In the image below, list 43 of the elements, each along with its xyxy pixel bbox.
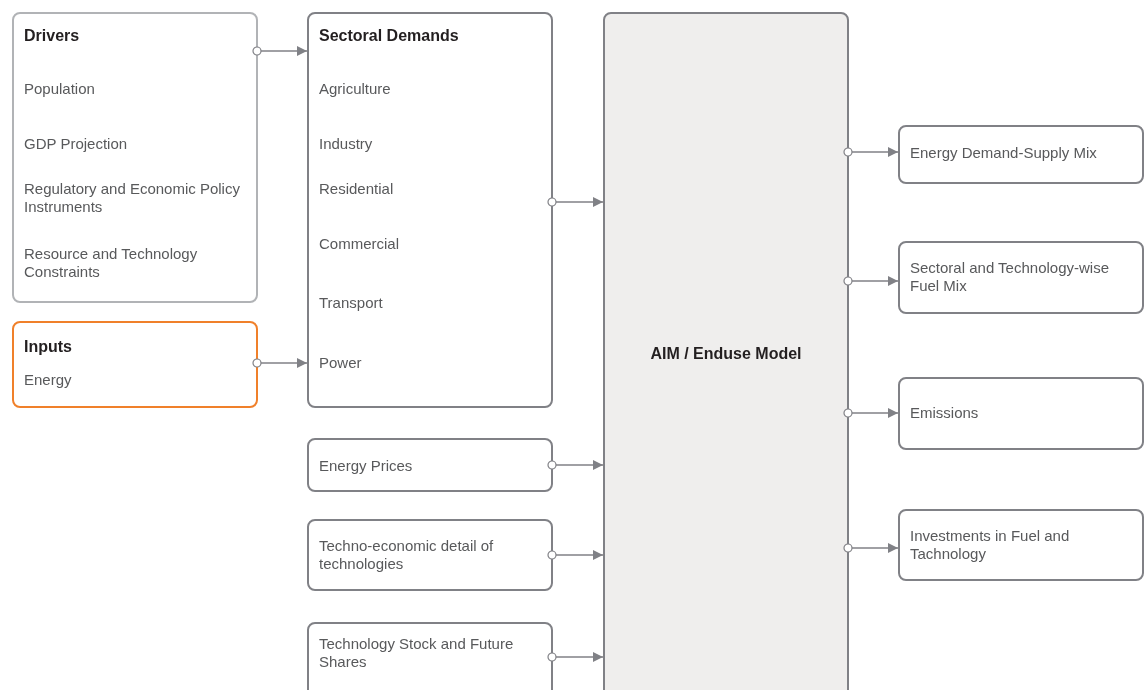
box-text: Energy Demand-Supply Mix [910, 144, 1098, 162]
model-box [603, 12, 849, 690]
connector-arrow [547, 652, 604, 662]
connector-arrow [547, 460, 604, 470]
box-text: Energy [24, 371, 73, 389]
connector-arrow [252, 358, 308, 368]
connector-arrow [547, 197, 604, 207]
rounded-box [898, 125, 1144, 184]
connector-arrow [252, 46, 308, 56]
box-text: Sectoral and Technology-wise Fuel Mix [910, 259, 1110, 295]
box-text: GDP Projection [24, 135, 129, 153]
connector-arrow [843, 408, 899, 418]
box-text: Emissions [910, 404, 980, 422]
rounded-box [307, 438, 553, 492]
connector-arrow [843, 543, 899, 553]
box-text: Resource and Technology Constraints [24, 245, 199, 281]
rounded-box [898, 377, 1144, 450]
box-text: Agriculture [319, 80, 392, 98]
box-text: Commercial [319, 235, 400, 253]
box-text: Power [319, 354, 363, 372]
box-heading: Sectoral Demands [319, 27, 460, 45]
rounded-box [307, 622, 553, 690]
box-heading: AIM / Enduse Model [649, 345, 803, 363]
box-text: Transport [319, 294, 384, 312]
box-text: Energy Prices [319, 457, 414, 475]
rounded-box [307, 12, 553, 408]
rounded-box [898, 241, 1144, 314]
box-heading: Drivers [24, 27, 81, 45]
box-text: Investments in Fuel and Tachnology [910, 527, 1071, 563]
rounded-box [898, 509, 1144, 581]
rounded-box [12, 321, 258, 408]
box-text: Regulatory and Economic Policy Instruments [24, 180, 241, 216]
rounded-box [12, 12, 258, 303]
box-text: Residential [319, 180, 395, 198]
connector-arrow [547, 550, 604, 560]
box-text: Techno-economic detail of technologies [319, 537, 495, 573]
box-text: Technology Stock and Future Shares [319, 635, 515, 671]
box-heading: Inputs [24, 338, 73, 356]
rounded-box [307, 519, 553, 591]
box-text: Population [24, 80, 96, 98]
connector-arrow [843, 276, 899, 286]
box-text: Industry [319, 135, 374, 153]
connector-arrow [843, 147, 899, 157]
